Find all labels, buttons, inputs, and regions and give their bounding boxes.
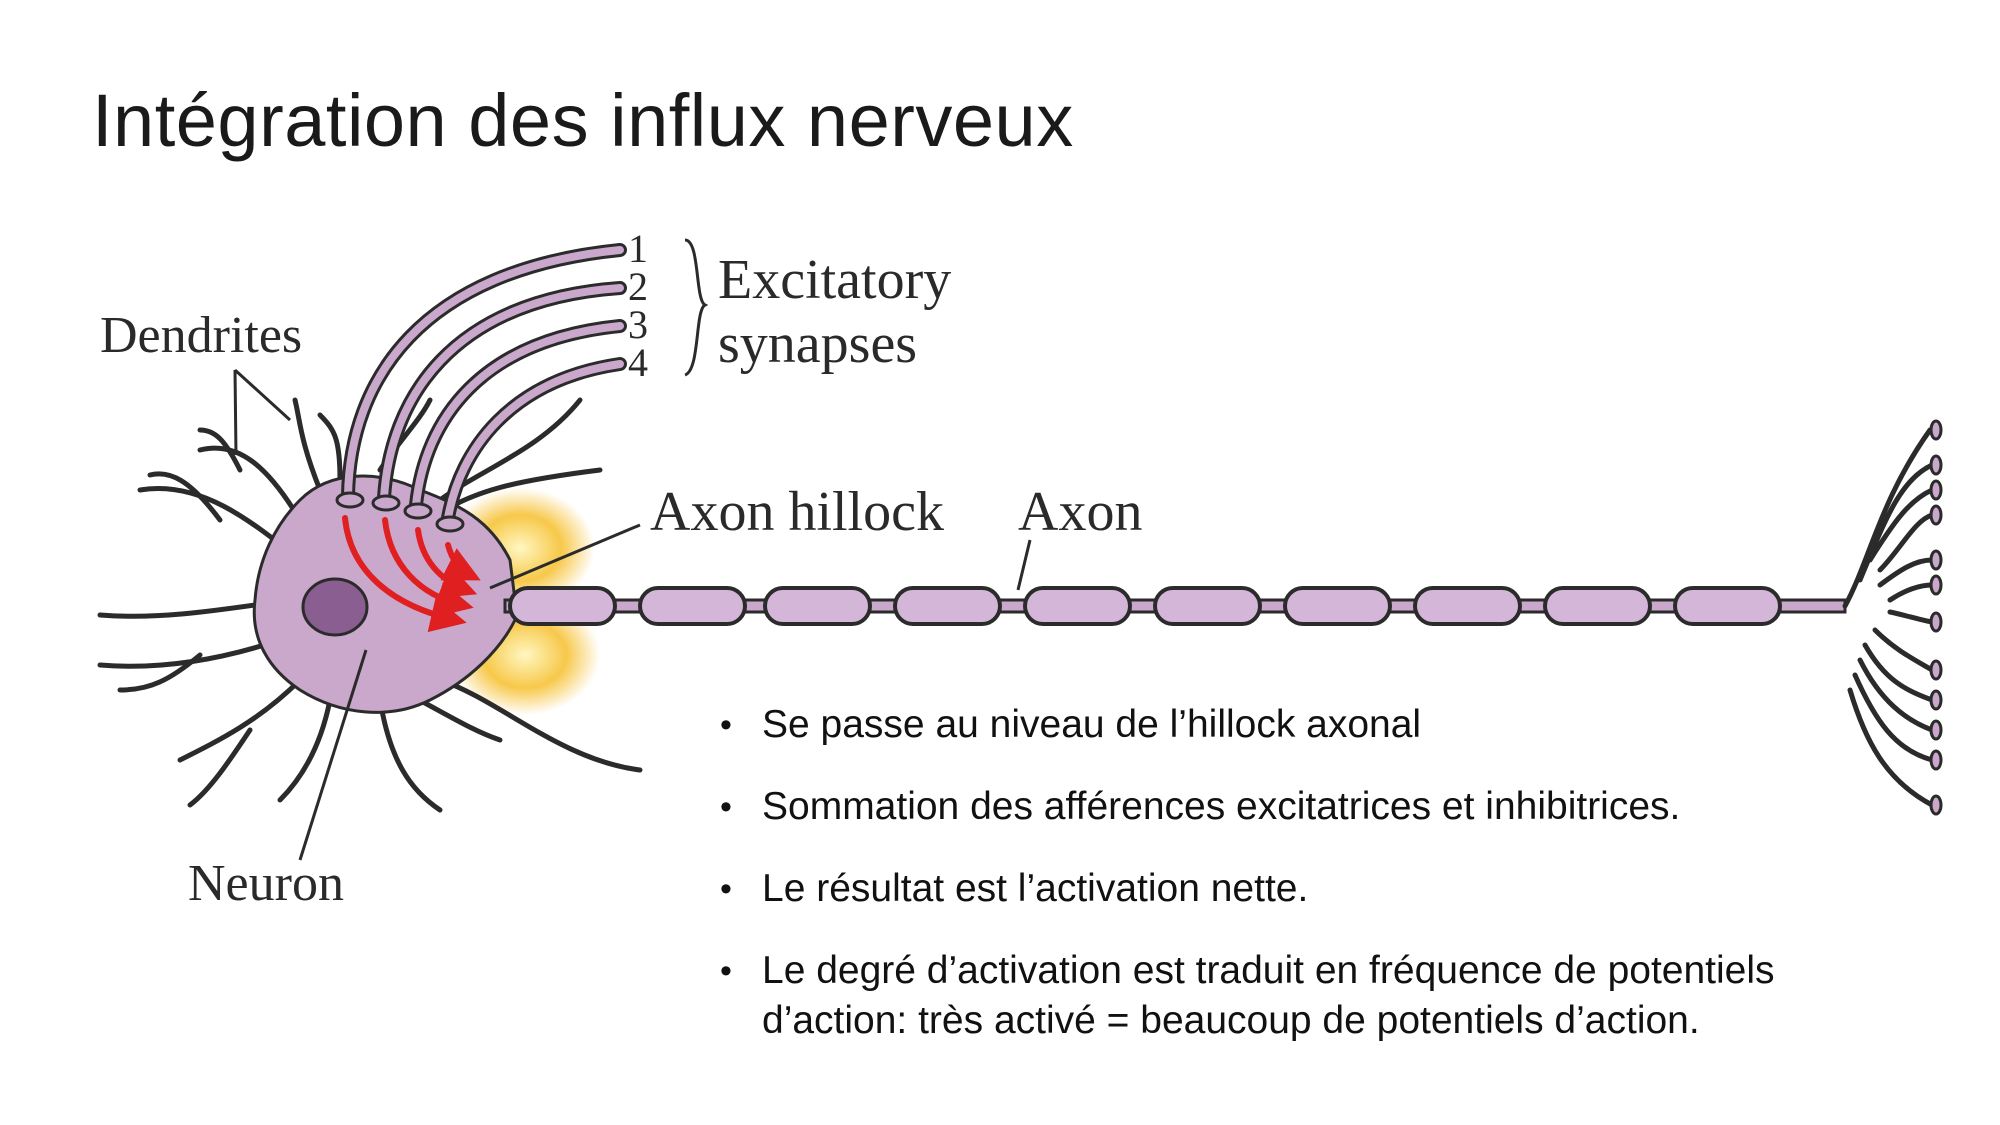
bullet-icon: • [720,952,732,990]
label-axon-hillock: Axon hillock [650,481,944,543]
bullet-text: Se passe au niveau de l’hillock axonal [762,703,1422,746]
label-neuron: Neuron [188,855,344,912]
axon-terminals [1842,427,1935,808]
label-synapse-3: 3 [628,302,648,347]
bullet-text: Sommation des afférences excitatrices et… [762,785,1681,828]
bullet-icon: • [720,870,732,908]
label-synapse-1: 1 [628,226,648,271]
bullet-text: Le degré d’activation est traduit en fré… [762,949,1775,1042]
list-item: • Le degré d’activation est traduit en fr… [720,946,1920,1046]
list-item: • Le résultat est l’activation nette. [720,864,1920,914]
synapse-fibers [335,243,627,533]
terminal-boutons [1929,419,1943,816]
leader-lines [233,238,1032,861]
bullet-icon: • [720,788,732,826]
nucleus [301,577,369,637]
label-axon: Axon [1018,481,1142,543]
label-excitatory: Excitatory [718,249,951,311]
page-title: Intégration des influx nerveux [92,79,1074,162]
list-item: • Sommation des afférences excitatrices e… [720,782,1920,832]
label-dendrites: Dendrites [100,307,302,364]
list-item: • Se passe au niveau de l’hillock axonal [720,700,1920,750]
bullet-text: Le résultat est l’activation nette. [762,867,1309,910]
bullet-icon: • [720,706,732,744]
label-synapse-4: 4 [628,340,648,385]
myelin-sheath [508,586,1782,626]
bullet-list: •Se passe au niveau de l’hillock axonal … [720,700,1920,1078]
signal-arrows [342,515,481,633]
label-synapses: synapses [718,313,917,375]
label-synapse-2: 2 [628,264,648,309]
